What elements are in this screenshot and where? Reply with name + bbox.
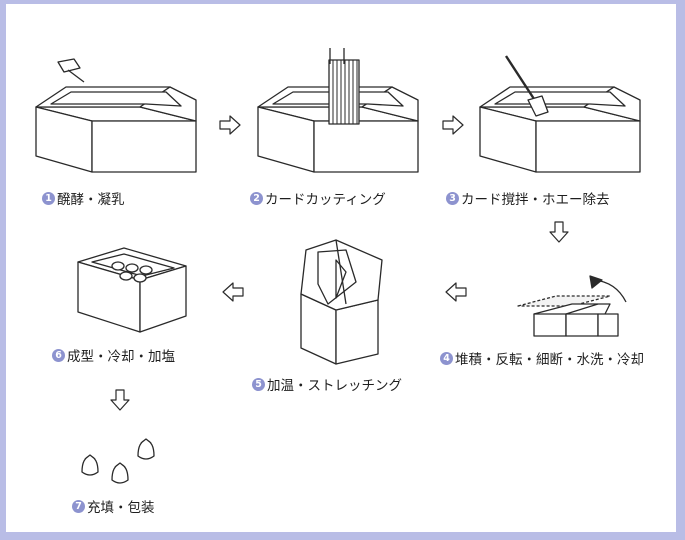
- packaged-cheese-illustration: [81, 438, 155, 484]
- step-4-label: 4 堆積・反転・細断・水洗・冷却: [440, 348, 644, 368]
- step-2-label: 2 カードカッティング: [250, 188, 386, 208]
- arrow-right-1: [219, 115, 241, 135]
- step-6-label: 6 成型・冷却・加塩: [52, 345, 175, 365]
- vat-3-illustration: [479, 55, 641, 173]
- arrow-left-1: [445, 282, 467, 302]
- vat-1-illustration: [35, 58, 197, 173]
- step-5-badge: 5: [252, 377, 265, 391]
- step-6-text: 成型・冷却・加塩: [67, 349, 175, 365]
- step-3-label: 3 カード撹拌・ホエー除去: [446, 188, 610, 208]
- step-3-badge: 3: [446, 191, 459, 205]
- vat-2-illustration: [257, 48, 419, 173]
- step-7-badge: 7: [72, 499, 85, 513]
- diagram-panel: 1 醗酵・凝乳 2 カードカッティング 3 カード撹拌・ホエー除去 4 堆積・反…: [6, 4, 676, 532]
- arrow-left-2: [222, 282, 244, 302]
- step-2-badge: 2: [250, 191, 263, 205]
- step-1-label: 1 醗酵・凝乳: [42, 188, 125, 208]
- process-illustration: [35, 48, 641, 484]
- step-6-badge: 6: [52, 348, 65, 362]
- mould-box-illustration: [77, 247, 187, 333]
- step-7-text: 充填・包装: [87, 500, 155, 516]
- step-1-badge: 1: [42, 191, 55, 205]
- step-5-text: 加温・ストレッチング: [267, 378, 402, 394]
- flow-arrows: [110, 115, 569, 411]
- step-4-badge: 4: [440, 351, 453, 365]
- stretcher-illustration: [300, 239, 383, 365]
- arrow-down-1: [549, 221, 569, 243]
- step-2-text: カードカッティング: [265, 192, 386, 208]
- arrow-right-2: [442, 115, 464, 135]
- curd-blocks-illustration: [517, 275, 627, 337]
- step-3-text: カード撹拌・ホエー除去: [461, 192, 610, 208]
- arrow-down-2: [110, 389, 130, 411]
- step-4-text: 堆積・反転・細断・水洗・冷却: [455, 352, 644, 368]
- step-7-label: 7 充填・包装: [72, 496, 155, 516]
- step-1-text: 醗酵・凝乳: [57, 192, 125, 208]
- step-5-label: 5 加温・ストレッチング: [252, 374, 402, 394]
